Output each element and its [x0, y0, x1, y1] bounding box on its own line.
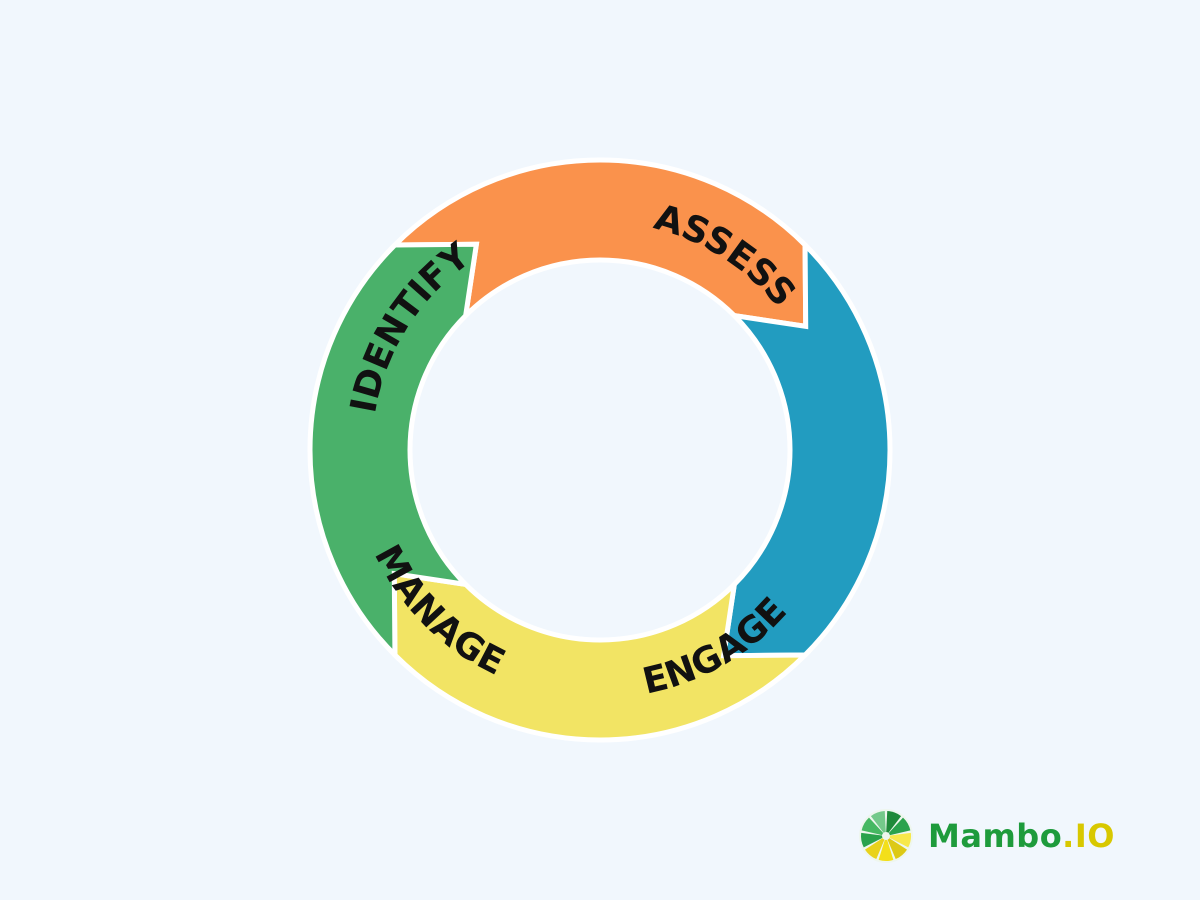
engage-segment	[391, 570, 812, 743]
brand-wordmark: Mambo.IO	[928, 817, 1115, 855]
brand-name: Mambo	[928, 817, 1063, 855]
logo-wedge	[865, 836, 886, 860]
assess-segment	[720, 238, 893, 659]
logo-wedge	[870, 811, 886, 836]
manage-segment	[307, 241, 480, 662]
lime-slice-icon	[859, 809, 913, 863]
logo-wedge	[861, 817, 886, 836]
logo-wedge	[860, 832, 886, 848]
logo-wedge	[886, 832, 912, 848]
logo-wedge	[878, 836, 894, 862]
mambo-logo: Mambo.IO	[858, 808, 1115, 864]
logo-wedge	[886, 811, 902, 836]
logo-wedge	[886, 817, 911, 836]
logo-wedge	[886, 836, 907, 860]
brand-suffix: .IO	[1062, 817, 1115, 855]
identify-segment	[388, 157, 809, 330]
